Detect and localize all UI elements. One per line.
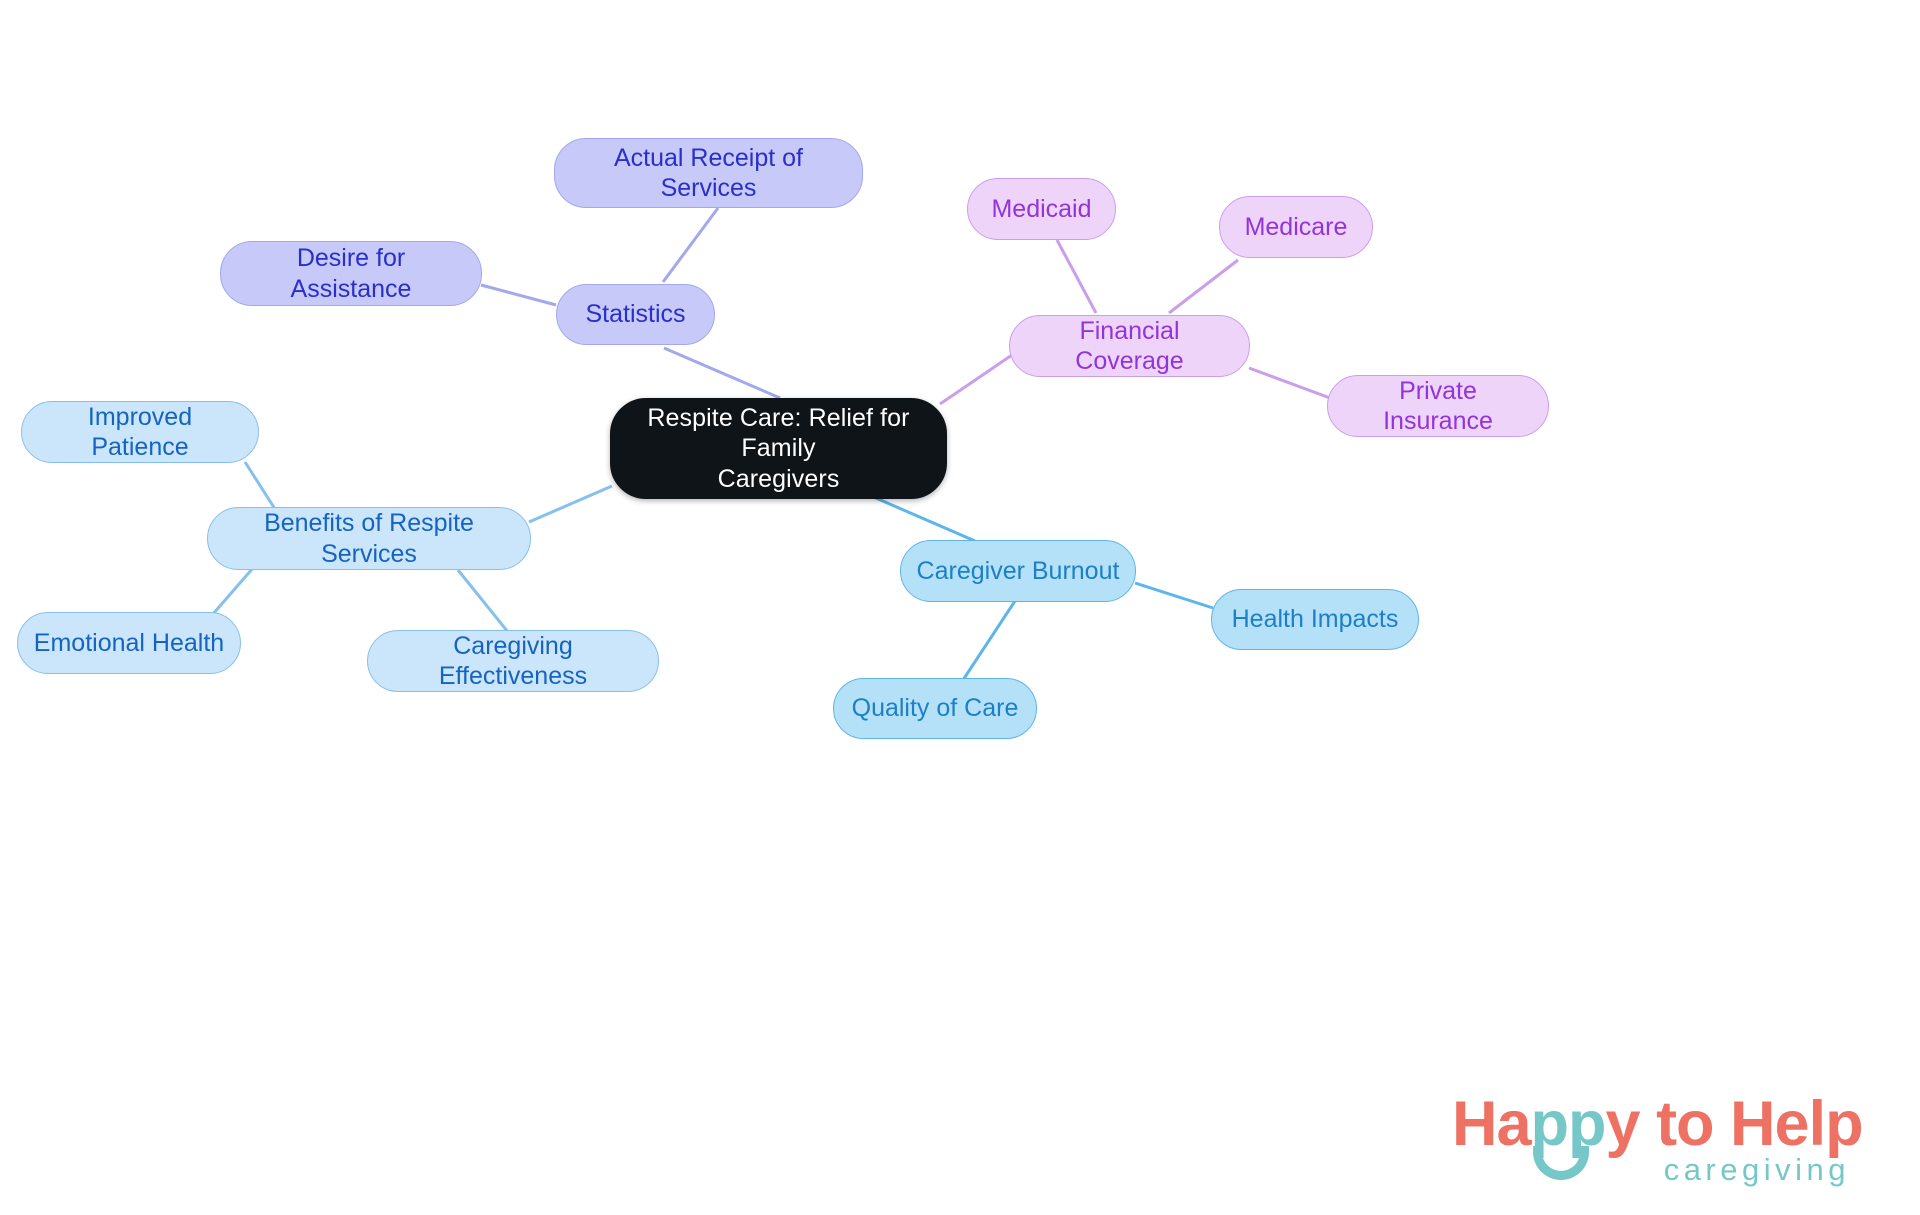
edge-statistics-actual-receipt xyxy=(661,207,720,283)
brand-logo: Happy to Help caregiving xyxy=(1452,1093,1864,1197)
mindmap-node-label: Financial Coverage xyxy=(1075,316,1184,376)
mindmap-node-medicare[interactable]: Medicare xyxy=(1219,196,1373,258)
mindmap-node-label: Desire for Assistance xyxy=(290,244,412,303)
edge-caregiver-burnout-health-impacts xyxy=(1134,581,1214,610)
mindmap-node-caregiver-burnout[interactable]: Caregiver Burnout xyxy=(900,540,1136,602)
edge-financial-coverage-medicare xyxy=(1168,258,1239,315)
logo-text-pp: pp xyxy=(1530,1089,1607,1159)
mindmap-node-label: Quality of Care xyxy=(851,694,1019,723)
mindmap-node-label: Caregiving Effectiveness xyxy=(438,631,588,691)
mindmap-node-label: Statistics xyxy=(585,300,686,329)
smile-arc-icon xyxy=(1533,1146,1589,1180)
mindmap-node-emotional-health[interactable]: Emotional Health xyxy=(17,612,241,674)
mindmap-node-caregiving-effectiveness[interactable]: Caregiving Effectiveness xyxy=(367,630,659,692)
mindmap-node-quality-of-care[interactable]: Quality of Care xyxy=(833,678,1037,739)
mindmap-node-improved-patience[interactable]: Improved Patience xyxy=(21,401,259,463)
mindmap-node-health-impacts[interactable]: Health Impacts xyxy=(1211,589,1419,650)
edge-root-benefits xyxy=(528,484,613,524)
mindmap-node-medicaid[interactable]: Medicaid xyxy=(967,178,1116,240)
edge-statistics-desire-for-assistance xyxy=(480,283,557,307)
mindmap-node-label: Emotional Health xyxy=(33,628,225,657)
mindmap-node-label: Medicare xyxy=(1244,212,1348,241)
logo-tagline: caregiving xyxy=(1663,1152,1850,1187)
mindmap-root-node[interactable]: Respite Care: Relief for Family Caregive… xyxy=(610,398,947,499)
edge-financial-coverage-medicaid xyxy=(1055,239,1098,314)
logo-text-y: y xyxy=(1605,1089,1641,1159)
mindmap-node-label: Benefits of Respite Services xyxy=(264,509,474,568)
mindmap-node-statistics[interactable]: Statistics xyxy=(556,284,715,345)
edge-benefits-improved-patience xyxy=(243,461,277,510)
edge-financial-coverage-private-insurance xyxy=(1248,366,1331,400)
mindmap-node-label: Private Insurance xyxy=(1383,376,1493,436)
mindmap-node-label: Actual Receipt of Services xyxy=(614,143,803,203)
mindmap-node-desire-for-assistance[interactable]: Desire for Assistance xyxy=(220,241,482,306)
edge-benefits-caregiving-effectiveness xyxy=(456,569,510,633)
mindmap-node-label: Medicaid xyxy=(991,194,1092,223)
logo-wordmark: Happy to Help xyxy=(1452,1093,1864,1156)
edge-caregiver-burnout-quality-of-care xyxy=(961,600,1017,681)
edge-root-statistics xyxy=(663,346,781,400)
mindmap-node-label: Health Impacts xyxy=(1231,605,1399,634)
logo-text-to-help: to Help xyxy=(1639,1089,1864,1159)
mindmap-node-label: Caregiver Burnout xyxy=(916,556,1120,585)
mindmap-node-label: Improved Patience xyxy=(87,402,193,462)
edge-root-caregiver-burnout xyxy=(861,490,976,543)
mindmap-node-private-insurance[interactable]: Private Insurance xyxy=(1327,375,1549,437)
mindmap-node-benefits-of-respite-services[interactable]: Benefits of Respite Services xyxy=(207,507,531,570)
logo-text-ha: Ha xyxy=(1452,1089,1532,1159)
mindmap-node-financial-coverage[interactable]: Financial Coverage xyxy=(1009,315,1250,377)
mindmap-root-label: Respite Care: Relief for Family Caregive… xyxy=(647,403,910,493)
mindmap-node-actual-receipt-of-services[interactable]: Actual Receipt of Services xyxy=(554,138,863,208)
edge-benefits-emotional-health xyxy=(211,567,255,615)
edge-root-financial-coverage xyxy=(939,353,1013,406)
